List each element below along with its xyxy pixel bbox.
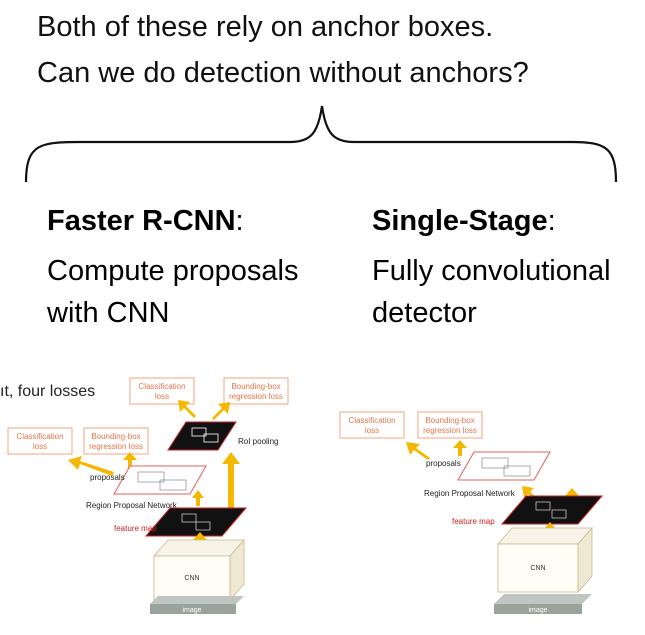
- cnn-block: CNN: [153, 538, 245, 602]
- curly-brace: [24, 105, 618, 183]
- arrow-to-bbox: [453, 440, 467, 456]
- faster-rcnn-diagram: ıt, four losses Classification loss Boun…: [0, 377, 289, 614]
- svg-text:CNN: CNN: [184, 575, 199, 582]
- bbox-regression-loss-box: Bounding-box regression loss: [417, 411, 483, 439]
- proposals-label: proposals: [90, 473, 125, 482]
- svg-text:Classification: Classification: [138, 382, 185, 391]
- arrow-to-top-cls: [178, 400, 196, 418]
- headline-line-1: Both of these rely on anchor boxes.: [37, 11, 494, 43]
- single-stage-description-line-1: Fully convolutional: [372, 255, 611, 287]
- arrow-to-cls: [406, 442, 430, 460]
- svg-text:CNN: CNN: [530, 565, 545, 572]
- svg-text:image: image: [182, 607, 201, 614]
- svg-text:loss: loss: [155, 392, 169, 401]
- headline-line-2: Can we do detection without anchors?: [37, 57, 529, 89]
- arrow-rpn: [192, 490, 204, 506]
- faster-rcnn-description: Compute proposals with CNN: [47, 250, 298, 334]
- faster-rcnn-description-line-2: with CNN: [47, 297, 170, 329]
- svg-text:regression loss: regression loss: [89, 442, 143, 451]
- svg-text:Classification: Classification: [16, 432, 63, 441]
- cnn-block: CNN: [497, 526, 593, 594]
- rpn-label: Region Proposal Network: [424, 489, 516, 498]
- feature-map-label: feature map: [114, 524, 157, 533]
- four-losses-caption: ıt, four losses: [0, 383, 95, 400]
- svg-text:image: image: [528, 607, 547, 614]
- arrow-feature-to-roi: [222, 452, 240, 508]
- classification-loss-box: Classification loss: [339, 411, 405, 439]
- roi-pooling-label: RoI pooling: [238, 437, 278, 446]
- svg-text:Classification: Classification: [348, 416, 395, 425]
- arrow-to-mid-cls: [68, 456, 114, 476]
- arrow-to-top-bbox: [212, 402, 230, 420]
- mid-bbox-regression-loss-box: Bounding-box regression loss: [83, 427, 149, 455]
- svg-text:loss: loss: [33, 442, 47, 451]
- proposals-label: proposals: [426, 459, 461, 468]
- top-bbox-regression-loss-box: Bounding-box regression loss: [223, 377, 289, 405]
- rpn-label: Region Proposal Network: [86, 501, 178, 510]
- svg-text:loss: loss: [365, 426, 379, 435]
- faster-rcnn-title: Faster R-CNN:: [47, 205, 244, 237]
- single-stage-description-line-2: detector: [372, 297, 477, 329]
- svg-text:Bounding-box: Bounding-box: [231, 382, 280, 391]
- svg-text:Bounding-box: Bounding-box: [91, 432, 140, 441]
- faster-rcnn-description-line-1: Compute proposals: [47, 255, 299, 287]
- top-classification-loss-box: Classification loss: [129, 377, 195, 405]
- single-stage-title: Single-Stage:: [372, 205, 556, 237]
- input-image: image: [494, 594, 592, 614]
- feature-map-label: feature map: [452, 517, 495, 526]
- svg-text:regression loss: regression loss: [229, 392, 283, 401]
- svg-text:regression loss: regression loss: [423, 426, 477, 435]
- mid-classification-loss-box: Classification loss: [7, 427, 73, 455]
- svg-text:Bounding-box: Bounding-box: [425, 416, 474, 425]
- single-stage-diagram: Classification loss Bounding-box regress…: [339, 411, 604, 614]
- single-stage-description: Fully convolutional detector: [372, 250, 611, 334]
- input-image: image: [150, 596, 244, 614]
- arrow-to-mid-bbox: [123, 452, 137, 470]
